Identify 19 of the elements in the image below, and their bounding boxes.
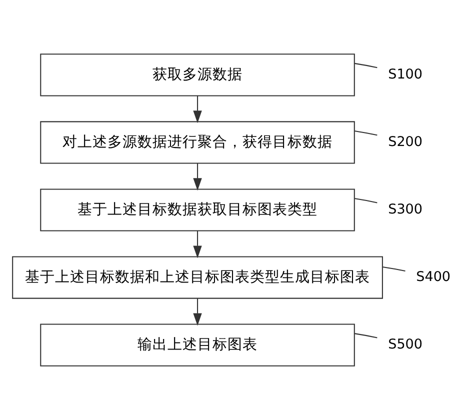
connector [354,333,378,338]
arrow [193,164,202,191]
node-text: S500 [388,336,422,353]
node-box: 基于上述目标数据和上述目标图表类型生成目标图表 [12,256,383,299]
node-box: 基于上述目标数据获取目标图表类型 [40,188,355,232]
node-text: S400 [416,269,451,286]
connector [354,130,378,136]
arrow [193,298,202,326]
node-box: 输出上述目标图表 [40,324,355,366]
connector [354,198,378,204]
connector [382,266,406,272]
arrow [193,231,202,258]
node-text: S100 [388,66,422,82]
node-box: 对上述多源数据进行聚合，获得目标数据 [40,121,355,164]
node-text: S200 [388,134,422,150]
node-text: S300 [388,202,422,218]
connector [354,62,378,68]
arrow [193,96,202,124]
node-box: 获取多源数据 [40,54,355,96]
